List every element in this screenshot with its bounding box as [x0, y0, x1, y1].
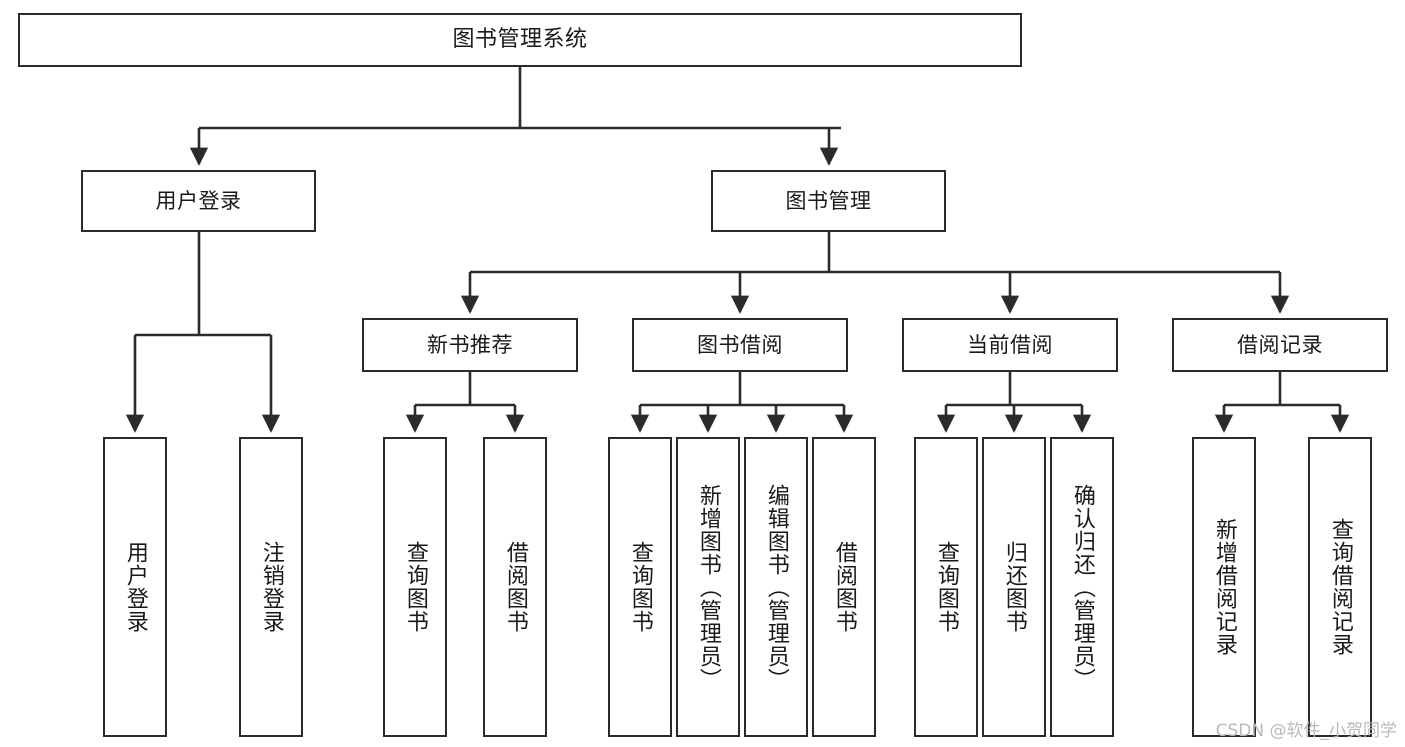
node-label: 借阅图书	[502, 541, 528, 633]
node-label: 借阅图书	[831, 541, 857, 633]
node-label: 查询图书	[627, 541, 653, 633]
node-user-login[interactable]: 用户登录	[81, 170, 316, 232]
node-label: 编辑图书（管理员）	[763, 483, 789, 691]
node-leaf-query-book-current[interactable]: 查询图书	[914, 437, 978, 737]
node-label: 确认归还（管理员）	[1069, 483, 1095, 691]
node-label: 用户登录	[122, 541, 148, 633]
node-leaf-borrow-book-recommend[interactable]: 借阅图书	[483, 437, 547, 737]
node-label: 用户登录	[155, 188, 242, 213]
node-leaf-return-book[interactable]: 归还图书	[982, 437, 1046, 737]
node-leaf-edit-book-admin[interactable]: 编辑图书（管理员）	[744, 437, 808, 737]
node-current-borrow[interactable]: 当前借阅	[902, 318, 1118, 372]
node-book-management[interactable]: 图书管理	[711, 170, 946, 232]
node-leaf-borrow-book[interactable]: 借阅图书	[812, 437, 876, 737]
node-label: 当前借阅	[967, 332, 1053, 357]
node-label: 新增图书（管理员）	[695, 483, 721, 691]
node-book-borrow[interactable]: 图书借阅	[632, 318, 848, 372]
node-leaf-confirm-return-admin[interactable]: 确认归还（管理员）	[1050, 437, 1114, 737]
node-leaf-query-book-recommend[interactable]: 查询图书	[383, 437, 447, 737]
node-leaf-user-login[interactable]: 用户登录	[103, 437, 167, 737]
node-label: 图书借阅	[697, 332, 783, 357]
node-leaf-add-book-admin[interactable]: 新增图书（管理员）	[676, 437, 740, 737]
node-label: 图书管理系统	[452, 27, 588, 53]
node-label: 查询图书	[933, 541, 959, 633]
node-label: 注销登录	[258, 541, 284, 633]
node-label: 查询借阅记录	[1327, 518, 1353, 656]
node-root-system[interactable]: 图书管理系统	[18, 13, 1022, 67]
node-leaf-logout[interactable]: 注销登录	[239, 437, 303, 737]
node-label: 查询图书	[402, 541, 428, 633]
node-leaf-query-book-borrow[interactable]: 查询图书	[608, 437, 672, 737]
node-label: 借阅记录	[1237, 332, 1323, 357]
node-label: 图书管理	[785, 188, 872, 213]
node-label: 新书推荐	[427, 332, 513, 357]
node-new-book-recommend[interactable]: 新书推荐	[362, 318, 578, 372]
node-borrow-record[interactable]: 借阅记录	[1172, 318, 1388, 372]
csdn-watermark: CSDN @软件_小贺同学	[1215, 721, 1397, 741]
node-leaf-query-borrow-record[interactable]: 查询借阅记录	[1308, 437, 1372, 737]
node-label: 新增借阅记录	[1211, 518, 1237, 656]
node-label: 归还图书	[1001, 541, 1027, 633]
node-leaf-add-borrow-record[interactable]: 新增借阅记录	[1192, 437, 1256, 737]
